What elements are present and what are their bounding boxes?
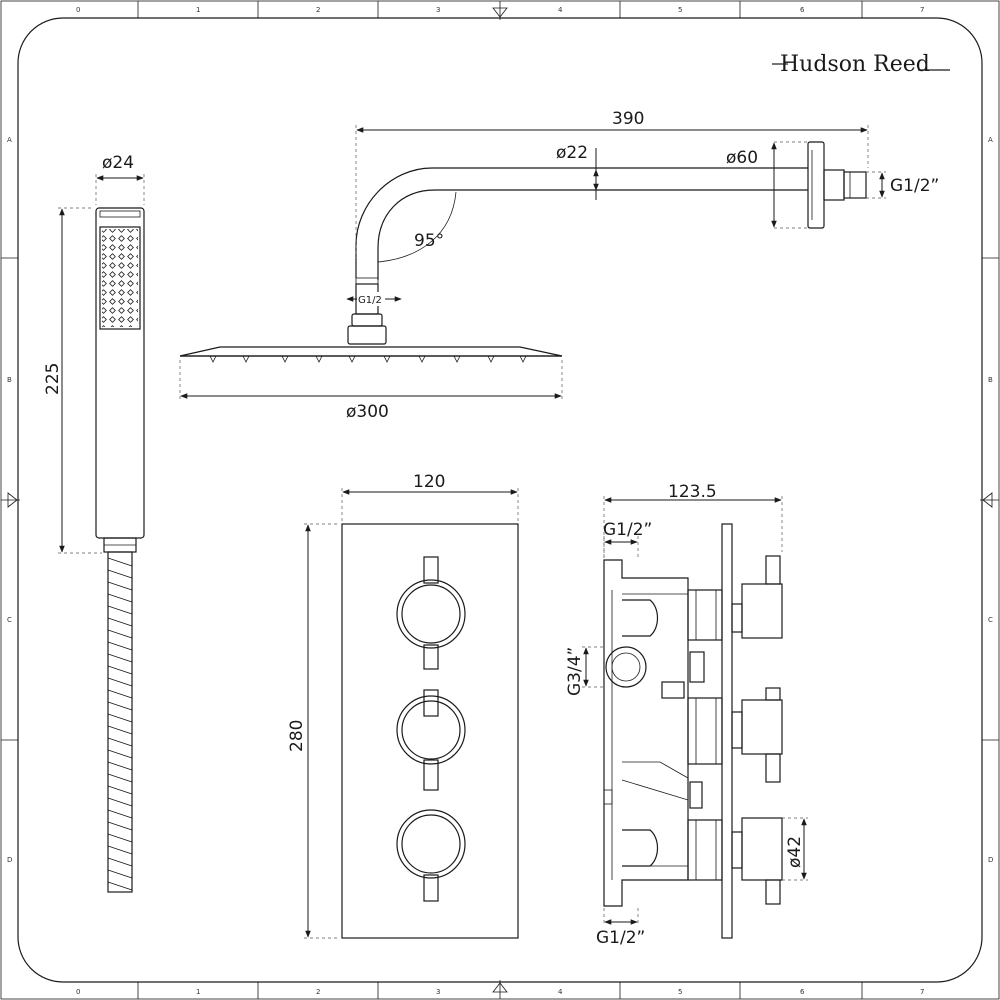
grid-row-label: D bbox=[7, 856, 12, 864]
arm-length-label: 390 bbox=[612, 109, 644, 129]
shower-arm: 95° 390 ø22 ø60 G1/2” G1/2 bbox=[346, 109, 939, 345]
grid-col-label: 1 bbox=[196, 988, 200, 996]
grid-col-label: 7 bbox=[920, 988, 924, 996]
grid-col-label: 7 bbox=[920, 6, 924, 14]
valve-outlet-label: G3/4” bbox=[565, 647, 585, 696]
brand-name: Hudson Reed bbox=[780, 52, 930, 77]
grid-labels: 0 1 2 3 4 5 6 7 0 1 2 3 4 5 6 7 A B C D … bbox=[7, 6, 993, 996]
grid-row-label: C bbox=[988, 616, 993, 624]
handset-length-label: 225 bbox=[43, 363, 63, 395]
shower-head: ø300 bbox=[179, 346, 563, 422]
grid-col-label: 4 bbox=[558, 6, 563, 14]
grid-col-label: 3 bbox=[436, 988, 440, 996]
grid-col-label: 5 bbox=[678, 988, 682, 996]
head-diameter-label: ø300 bbox=[346, 402, 389, 422]
hand-shower: ø24 225 bbox=[43, 153, 145, 893]
grid-row-label: A bbox=[7, 136, 12, 144]
handset-diameter-label: ø24 bbox=[102, 153, 134, 173]
grid-col-label: 5 bbox=[678, 6, 682, 14]
arm-angle-label: 95° bbox=[414, 231, 444, 251]
grid-col-label: 2 bbox=[316, 988, 320, 996]
plate-height-label: 280 bbox=[287, 720, 307, 752]
grid-col-label: 0 bbox=[76, 988, 80, 996]
valve-inlet-top-label: G1/2” bbox=[603, 520, 652, 540]
grid-row-label: B bbox=[988, 376, 993, 384]
grid-col-label: 1 bbox=[196, 6, 200, 14]
flange-diameter-label: ø60 bbox=[726, 148, 758, 168]
head-thread-label: G1/2 bbox=[358, 295, 382, 306]
grid-row-label: A bbox=[988, 136, 993, 144]
arm-thread-label: G1/2” bbox=[890, 176, 939, 196]
grid-row-label: C bbox=[7, 616, 12, 624]
valve-depth-label: 123.5 bbox=[668, 482, 717, 502]
arm-diameter-label: ø22 bbox=[556, 143, 588, 163]
grid-col-label: 4 bbox=[558, 988, 563, 996]
grid-col-label: 6 bbox=[800, 6, 805, 14]
valve-inlet-bottom-label: G1/2” bbox=[596, 928, 645, 948]
grid-col-label: 3 bbox=[436, 6, 440, 14]
valve-side-view: 123.5 G1/2” G3/4” G1/2” ø42 bbox=[565, 482, 808, 948]
plate-width-label: 120 bbox=[413, 472, 445, 492]
handle-diameter-label: ø42 bbox=[785, 836, 805, 868]
grid-row-label: B bbox=[7, 376, 12, 384]
grid-col-label: 0 bbox=[76, 6, 80, 14]
grid-col-label: 6 bbox=[800, 988, 805, 996]
grid-col-label: 2 bbox=[316, 6, 320, 14]
valve-front-plate: 120 280 bbox=[287, 472, 519, 939]
grid-row-label: D bbox=[988, 856, 993, 864]
brand-logo: Hudson Reed bbox=[772, 52, 950, 77]
